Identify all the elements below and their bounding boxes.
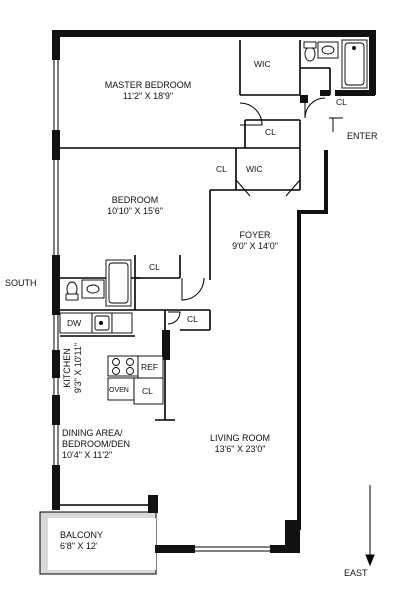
dining-size: 10'4" X 11'2" (62, 450, 113, 460)
interior-walls (60, 40, 331, 506)
living-room-name: LIVING ROOM (209, 433, 270, 443)
oven-label: OVEN (109, 387, 129, 394)
bath-fixtures (65, 39, 368, 307)
balcony-name: BALCONY (60, 530, 104, 540)
exterior-walls (52, 30, 376, 553)
enter-label: ENTER (347, 131, 378, 141)
bedroom-size: 10'10" X 15'6" (107, 206, 163, 216)
foyer-name: FOYER (239, 230, 271, 240)
dining-line1: DINING AREA/ (62, 428, 123, 438)
kitchen-fixtures (59, 312, 164, 405)
windows (53, 60, 270, 552)
master-bedroom-label: MASTER BEDROOM 11'2" X 18'9" (98, 80, 198, 102)
doors (167, 97, 343, 325)
cl-bath-label: CL (336, 97, 347, 107)
balcony-area (39, 511, 157, 575)
living-room-size: 13'6" X 23'0" (214, 444, 266, 454)
balcony-label: BALCONY 6'8" X 12' (60, 530, 130, 552)
master-bedroom-size: 11'2" X 18'9" (122, 91, 174, 101)
master-bedroom-name: MASTER BEDROOM (104, 80, 192, 90)
bedroom-label: BEDROOM 10'10" X 15'6" (80, 195, 190, 217)
cl-left-label: CL (216, 164, 227, 174)
wic-foyer-label: WIC (246, 164, 263, 174)
balcony-size: 6'8" X 12' (60, 541, 98, 551)
dining-line2: BEDROOM/DEN (62, 439, 131, 449)
dw-label: DW (67, 318, 82, 328)
east-arrow (365, 485, 375, 567)
wic-master-label: WIC (254, 59, 271, 69)
ref-label: REF (141, 362, 158, 372)
east-label: EAST (344, 568, 368, 578)
foyer-label: FOYER 9'0" X 14'0" (210, 230, 300, 252)
kitchen-size: 9'3" X 10'11" (73, 342, 83, 394)
bedroom-name: BEDROOM (111, 195, 159, 205)
cl-top-label: CL (265, 127, 276, 137)
cl-bedroom-label: CL (149, 262, 160, 272)
cl-foyer-label: CL (187, 314, 198, 324)
dining-label: DINING AREA/ BEDROOM/DEN 10'4" X 11'2" (62, 428, 162, 461)
foyer-size: 9'0" X 14'0" (232, 241, 278, 251)
cl-kitchen-label: CL (142, 386, 153, 396)
south-label: SOUTH (5, 278, 37, 288)
kitchen-name: KITCHEN (62, 348, 72, 388)
living-room-label: LIVING ROOM 13'6" X 23'0" (190, 433, 290, 455)
kitchen-label: KITCHEN 9'3" X 10'11" (62, 338, 84, 398)
interior-wall-blocks (148, 90, 330, 513)
